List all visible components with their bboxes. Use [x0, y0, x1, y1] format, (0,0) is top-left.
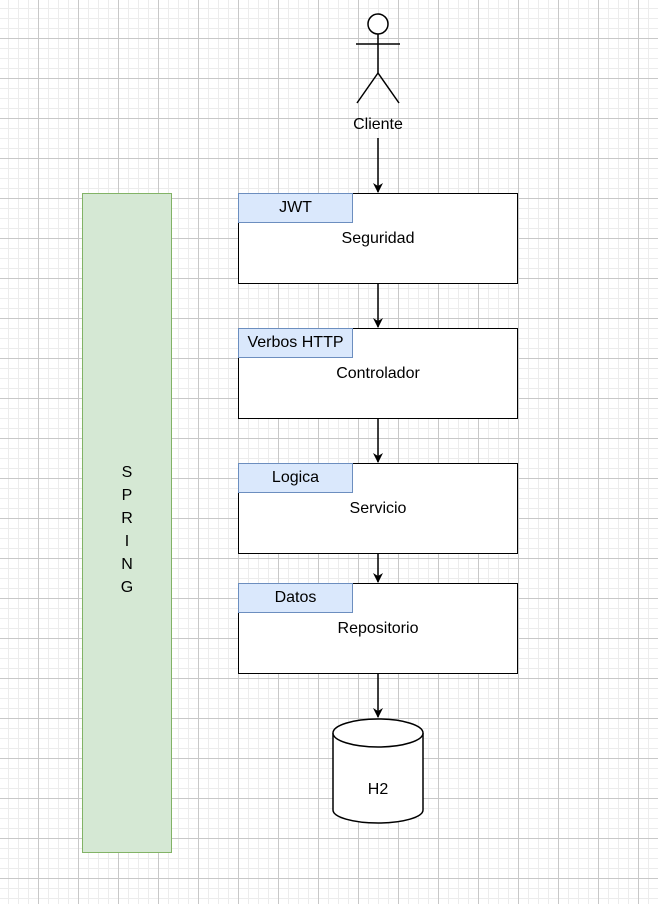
- spring-container[interactable]: S P R I N G: [82, 193, 172, 853]
- layer-repositorio-box[interactable]: Repositorio: [238, 583, 518, 674]
- layer-repositorio-title: Repositorio: [337, 620, 419, 637]
- spring-label: S P R I N G: [83, 461, 171, 599]
- spring-letter: R: [121, 510, 133, 527]
- actor-icon[interactable]: [356, 13, 400, 104]
- layer-servicio-title: Servicio: [349, 500, 407, 517]
- layer-repositorio-tag: Datos: [238, 583, 353, 613]
- database-label: H2: [367, 781, 389, 798]
- spring-letter: S: [121, 464, 133, 481]
- layer-controlador-tag: Verbos HTTP: [238, 328, 353, 358]
- database-cylinder-icon[interactable]: [332, 718, 424, 824]
- actor-label: Cliente: [353, 116, 403, 133]
- layer-servicio-tag: Logica: [238, 463, 353, 493]
- layer-seguridad-title: Seguridad: [341, 230, 415, 247]
- spring-letter: N: [121, 556, 133, 573]
- layer-controlador-title: Controlador: [336, 365, 420, 382]
- layer-seguridad-tag: JWT: [238, 193, 353, 223]
- spring-letter: G: [120, 579, 134, 596]
- spring-letter: P: [121, 487, 133, 504]
- spring-letter: I: [124, 533, 130, 550]
